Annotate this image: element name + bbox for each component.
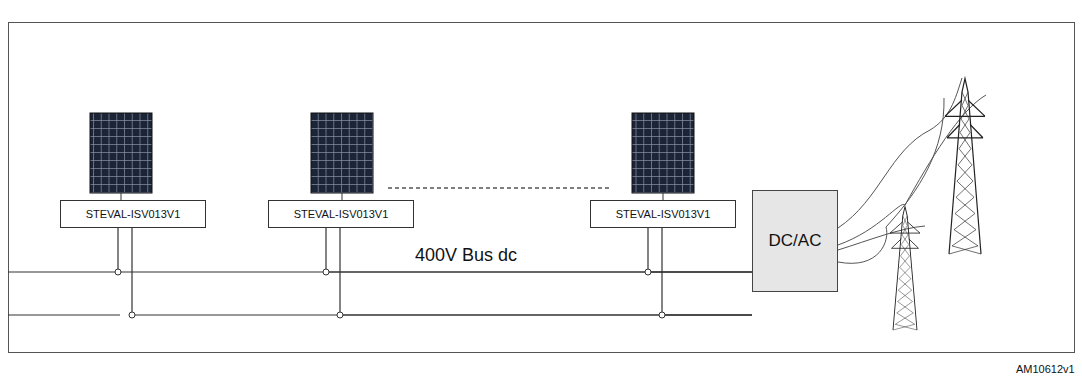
box-label: DC/AC <box>769 231 822 251</box>
inverter-box: DC/AC <box>752 190 838 292</box>
dotted-continuation <box>388 187 612 188</box>
dc-bus-connection <box>648 228 752 315</box>
box-label: STEVAL-ISV013V1 <box>616 208 711 220</box>
figure-frame <box>9 23 1075 353</box>
solar-panel <box>90 113 694 200</box>
junction-dot <box>115 269 121 275</box>
bus-line <box>8 272 120 315</box>
figure-code: AM10612v1 <box>1016 363 1075 375</box>
junction-dot <box>323 269 329 275</box>
junction-dot <box>659 312 665 318</box>
dc-bus-connection <box>118 228 752 315</box>
box-label: STEVAL-ISV013V1 <box>294 208 389 220</box>
power-line <box>838 78 986 263</box>
converter-box: STEVAL-ISV013V1 <box>590 200 736 228</box>
box-label: STEVAL-ISV013V1 <box>86 208 181 220</box>
converter-box: STEVAL-ISV013V1 <box>268 200 414 228</box>
junction-dot <box>645 269 651 275</box>
converter-box: STEVAL-ISV013V1 <box>60 200 206 228</box>
junction-dot <box>129 312 135 318</box>
junction-dot <box>337 312 343 318</box>
transmission-tower <box>890 79 985 331</box>
dc-bus-connection <box>326 228 752 315</box>
bus-label: 400V Bus dc <box>415 245 517 266</box>
